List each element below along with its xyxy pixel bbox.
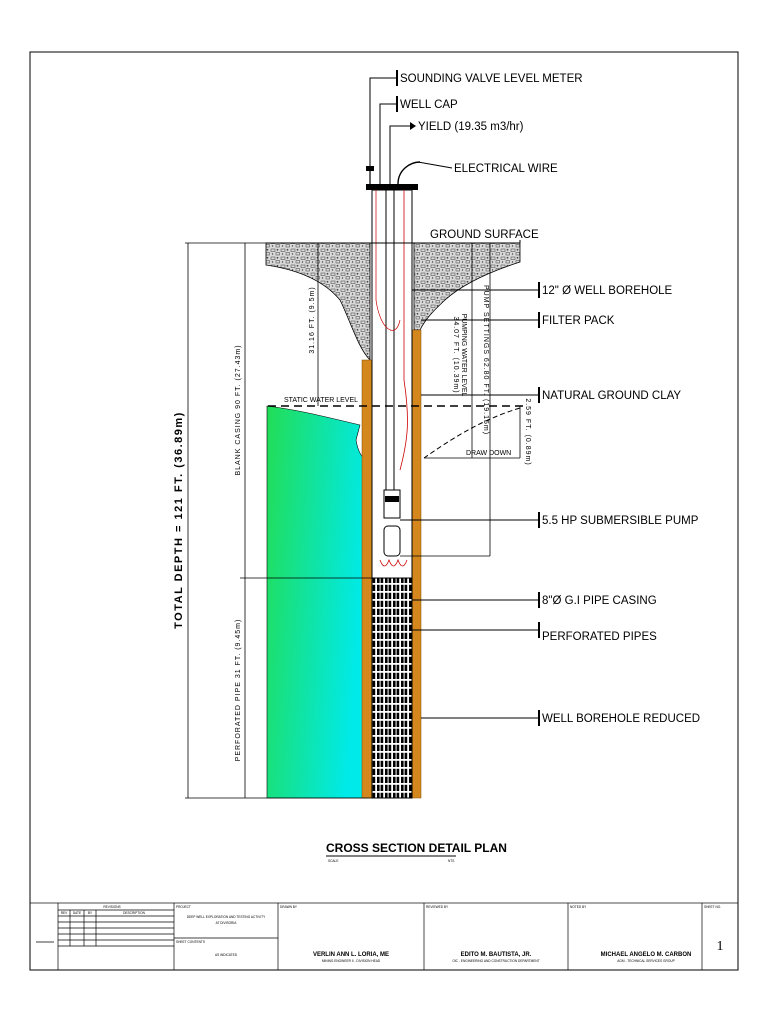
tb-reviewed-by-label: REVIEWED BY bbox=[426, 905, 449, 909]
tb-sheet-no: 1 bbox=[717, 939, 724, 954]
aquifer-water bbox=[266, 405, 369, 799]
tb-rev-col-date: DATE bbox=[73, 911, 81, 915]
soil-right bbox=[413, 242, 521, 331]
label-pipe-casing: 8"Ø G.I PIPE CASING bbox=[542, 595, 657, 607]
perforated-casing bbox=[371, 577, 413, 799]
tb-sheet-contents: AS INDICATED bbox=[215, 953, 238, 957]
label-filter-pack: FILTER PACK bbox=[542, 315, 615, 327]
tb-reviewed-by: EDITO M. BAUTISTA, JR. bbox=[461, 952, 532, 958]
label-pump: 5.5 HP SUBMERSIBLE PUMP bbox=[542, 515, 699, 527]
label-static-water: STATIC WATER LEVEL bbox=[284, 397, 358, 404]
tb-project-label: PROJECT bbox=[176, 905, 191, 909]
dim-total-depth: TOTAL DEPTH = 121 FT. (36.89m) bbox=[173, 411, 185, 629]
tb-noted-by-label: NOTED BY bbox=[570, 905, 587, 909]
label-borehole: 12" Ø WELL BOREHOLE bbox=[542, 285, 673, 297]
tb-sheet-no-label: SHEET NO. bbox=[704, 905, 721, 909]
tb-project-name: DEEP WELL EXPLORATION AND TESTING ACTIVI… bbox=[187, 915, 266, 919]
submersible-pump bbox=[379, 489, 408, 567]
tb-drawn-by: VERLIN ANN L. LORIA, ME bbox=[313, 952, 389, 958]
plan-scale-value: NTS bbox=[448, 859, 454, 863]
label-ground-surface: GROUND SURFACE bbox=[430, 229, 539, 241]
tb-project-location: AT DIVISORIA bbox=[216, 921, 238, 925]
label-electrical-wire: ELECTRICAL WIRE bbox=[454, 163, 558, 175]
tb-reviewed-by-role: OIC - ENGINEERING AND CONSTRUCTION DEPAR… bbox=[452, 959, 539, 963]
label-drawdown: DRAW DOWN bbox=[466, 450, 511, 457]
tb-rev-col-rev: REV bbox=[61, 911, 68, 915]
tb-sheet-contents-label: SHEET CONTENTS bbox=[176, 940, 205, 944]
tb-drawn-by-role: MINING ENGINEER II - DIVISION HEAD bbox=[322, 959, 381, 963]
dim-perforated-pipe: PERFORATED PIPE 31 FT. (9.45m) bbox=[235, 619, 242, 762]
well-cap bbox=[366, 184, 418, 190]
label-perforated-pipes: PERFORATED PIPES bbox=[542, 631, 657, 643]
filter-pack-left bbox=[361, 359, 373, 799]
plan-title: CROSS SECTION DETAIL PLAN bbox=[326, 841, 507, 855]
filter-pack-right bbox=[411, 329, 422, 799]
title-block bbox=[29, 902, 739, 971]
tb-revisions-header: REVISIONS bbox=[103, 905, 120, 909]
tb-rev-col-desc: DESCRIPTION bbox=[123, 911, 145, 915]
plan-scale-label: SCALE bbox=[328, 859, 338, 863]
dim-pump-setting: PUMP SETTINGS 62.80 FT. (19.15m) bbox=[482, 285, 489, 435]
dim-pumping-water-level: PUMPING WATER LEVEL bbox=[460, 314, 467, 397]
tb-drawn-by-label: DRAWN BY bbox=[280, 905, 298, 909]
label-yield: YIELD (19.35 m3/hr) bbox=[418, 121, 524, 133]
dim-static-depth: 31.16 FT. (9.5m) bbox=[309, 286, 316, 353]
soil-left bbox=[265, 242, 371, 361]
dim-blank-casing: BLANK CASING 90 FT. (27.43m) bbox=[235, 344, 242, 475]
label-sounding-valve: SOUNDING VALVE LEVEL METER bbox=[400, 73, 583, 85]
dim-drawdown: 2.59 FT. (0.89m) bbox=[524, 398, 531, 465]
label-borehole-reduced: WELL BOREHOLE REDUCED bbox=[542, 713, 700, 725]
tb-noted-by-role: AGM - TECHNICAL SERVICES GROUP bbox=[617, 959, 675, 963]
drawdown-curve bbox=[423, 407, 521, 459]
dim-pumping-depth: 34.07 FT. (10.39m) bbox=[452, 316, 459, 393]
label-natural-clay: NATURAL GROUND CLAY bbox=[542, 390, 681, 402]
tb-noted-by: MICHAEL ANGELO M. CARBON bbox=[601, 952, 692, 958]
label-well-cap: WELL CAP bbox=[400, 99, 458, 111]
tb-rev-col-by: BY bbox=[88, 911, 93, 915]
